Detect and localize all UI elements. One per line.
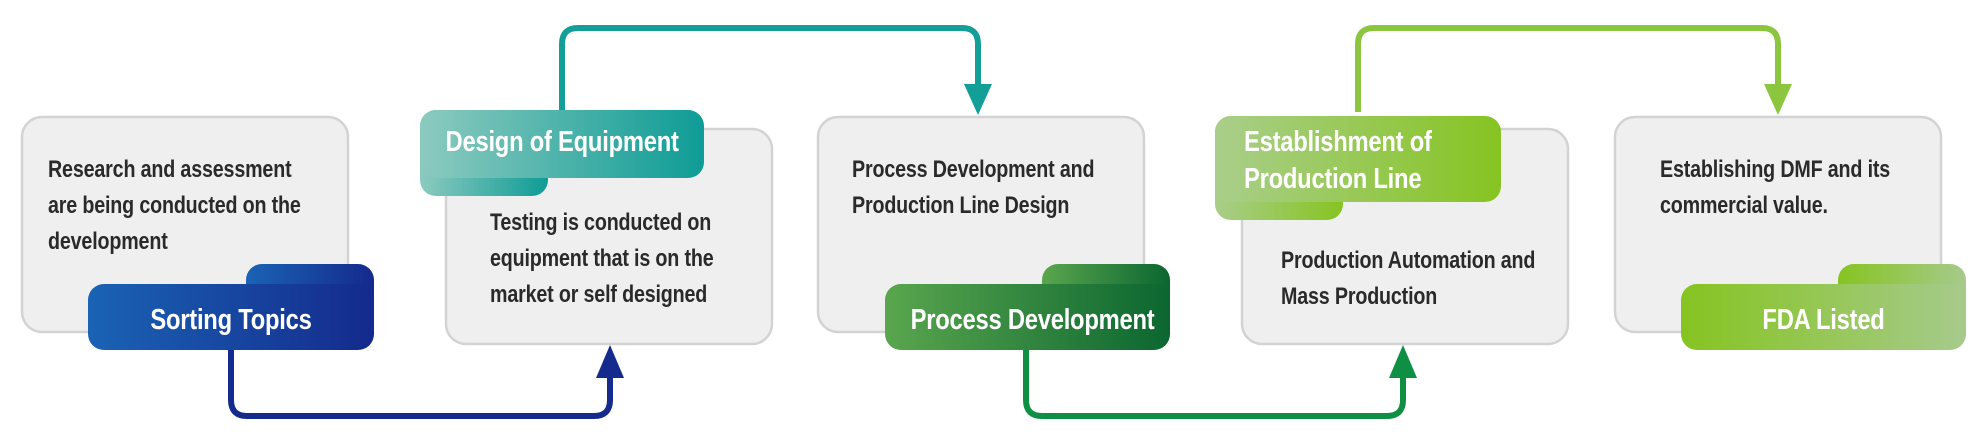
step-label-sorting: Sorting Topics — [150, 304, 312, 336]
description-line: Process Development and — [852, 156, 1095, 183]
tag-shape-sorting — [88, 264, 374, 350]
description-line: are being conducted on the — [48, 192, 301, 219]
description-line: Production Automation and — [1281, 247, 1536, 274]
tag-shape-design — [420, 110, 704, 196]
description-line: Production Line Design — [852, 192, 1070, 219]
step-description-process: Process Development and Production Line … — [852, 152, 1094, 224]
connector-establishment-to-fda — [1355, 25, 1792, 115]
description-line: commercial value. — [1660, 192, 1828, 219]
description-line: Testing is conducted on — [490, 209, 712, 236]
tag-shape-process — [885, 264, 1170, 350]
arrowhead-icon — [1389, 345, 1417, 378]
step-description-design: Testing is conducted on equipment that i… — [490, 205, 714, 313]
description-line: market or self designed — [490, 281, 708, 308]
arrowhead-icon — [1764, 84, 1792, 115]
step-description-fda: Establishing DMF and its commercial valu… — [1660, 152, 1890, 224]
arrowhead-icon — [964, 84, 992, 115]
description-line: development — [48, 228, 168, 255]
step-label-line: Production Line — [1244, 163, 1422, 195]
description-line: Research and assessment — [48, 156, 292, 183]
step-label-process: Process Development — [910, 304, 1155, 336]
tag-shape-fda — [1681, 264, 1966, 350]
description-line: Establishing DMF and its — [1660, 156, 1891, 183]
step-description-establishment: Production Automation and Mass Productio… — [1281, 243, 1535, 315]
description-line: Mass Production — [1281, 283, 1438, 310]
connector-sorting-to-design — [228, 345, 624, 419]
arrowhead-icon — [596, 345, 624, 378]
step-label-line: Establishment of — [1244, 126, 1432, 158]
step-description-sorting: Research and assessment are being conduc… — [48, 152, 301, 260]
connector-design-to-process — [559, 25, 992, 115]
step-label-design: Design of Equipment — [445, 126, 679, 158]
description-line: equipment that is on the — [490, 245, 714, 272]
connector-process-to-production — [1023, 345, 1417, 419]
step-label-establishment: Establishment of Production Line — [1244, 124, 1432, 198]
step-label-fda: FDA Listed — [1762, 304, 1885, 336]
tag-shape-establishment — [1215, 116, 1501, 220]
